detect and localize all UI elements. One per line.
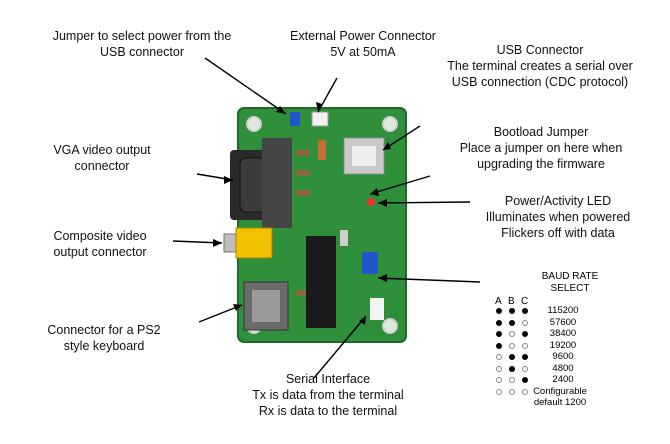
baud-rate-label: 38400 xyxy=(549,328,577,339)
baud-dot xyxy=(509,377,515,383)
baud-dot xyxy=(522,377,528,383)
arrow-heads xyxy=(213,102,391,325)
baud-rate-label: 19200 xyxy=(549,339,577,351)
baud-dot xyxy=(522,342,528,349)
microcontroller-chip xyxy=(306,236,336,328)
baud-dot xyxy=(496,308,502,314)
baud-dot xyxy=(496,331,502,337)
baud-column-b: B xyxy=(508,296,515,307)
baud-rate-label: Configurable default 1200 xyxy=(533,385,587,408)
baud-rate-label: 2400 xyxy=(552,374,574,385)
power-jumper-shape xyxy=(290,112,300,126)
baud-dot xyxy=(509,319,515,326)
baud-dot xyxy=(509,331,515,337)
passive-components xyxy=(296,140,384,320)
baud-dot xyxy=(522,308,528,314)
led-shape xyxy=(367,198,375,206)
baud-dot xyxy=(522,331,528,337)
baud-column-c: C xyxy=(521,296,529,307)
baud-rate-label: 57600 xyxy=(549,316,577,328)
baud-rate-label: 4800 xyxy=(552,362,574,374)
usb-connector-shape xyxy=(343,137,385,175)
ext-power-shape xyxy=(311,111,329,127)
baud-dot xyxy=(509,354,515,360)
baud-dot xyxy=(522,388,528,395)
baud-dot xyxy=(509,388,515,395)
baud-dot xyxy=(509,365,515,372)
baud-column-a: A xyxy=(495,296,502,307)
baud-dot xyxy=(496,342,502,349)
baud-dot xyxy=(496,319,502,326)
baud-dot xyxy=(496,388,502,395)
baud-dot xyxy=(509,342,515,349)
ps2-connector xyxy=(243,281,289,331)
baud-dot xyxy=(522,354,528,360)
baud-dot xyxy=(496,365,502,372)
baud-rate-label: 9600 xyxy=(552,351,574,362)
baud-rate-label: 115200 xyxy=(547,305,579,316)
rca-connector xyxy=(223,227,273,259)
baud-dot xyxy=(496,377,502,383)
baud-dot xyxy=(522,319,528,326)
vga-connector xyxy=(230,138,292,228)
baud-dot xyxy=(509,308,515,314)
baud-dot xyxy=(522,365,528,372)
baud-dot xyxy=(496,354,502,360)
